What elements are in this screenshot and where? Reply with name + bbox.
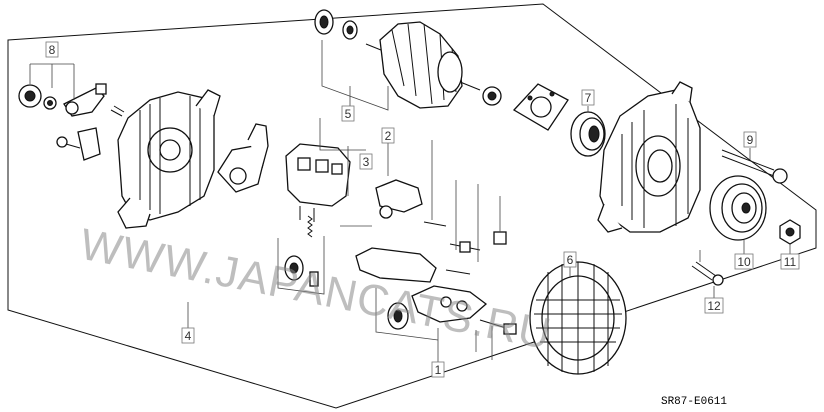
rear-housing[interactable] (117, 89, 221, 229)
callout-6: 6 (563, 251, 577, 268)
rear-bearing-plate[interactable] (512, 83, 569, 131)
callout-10-label: 10 (737, 255, 751, 269)
callout-1-label: 1 (435, 363, 442, 377)
brush-cover[interactable] (217, 123, 269, 193)
part-8-terminal-group[interactable] (18, 83, 125, 117)
callout-1: 1 (431, 361, 445, 378)
callout-3-label: 3 (363, 155, 370, 169)
callout-7: 7 (581, 89, 595, 106)
callout-7-label: 7 (585, 91, 592, 105)
callout-8-label: 8 (49, 43, 56, 57)
callout-11: 11 (780, 253, 800, 270)
callout-2-label: 2 (385, 129, 392, 143)
part-5-rotor[interactable] (314, 9, 502, 109)
callout-3: 3 (359, 153, 373, 170)
part-6-stator[interactable] (529, 261, 627, 375)
part-7-bearing[interactable] (570, 111, 606, 157)
callout-11-label: 11 (784, 255, 797, 269)
brush-spring-set[interactable] (284, 215, 319, 287)
callout-12-label: 12 (707, 299, 721, 313)
part-1-rectifier[interactable] (387, 285, 517, 335)
part-2-brush-holder[interactable] (355, 179, 507, 283)
callout-9-label: 9 (747, 133, 754, 147)
watermark-text: WWW.JAPANCATS.RU (76, 220, 555, 359)
callout-2: 2 (381, 127, 395, 144)
callout-8: 8 (45, 41, 59, 58)
front-housing[interactable] (597, 81, 701, 233)
callout-12: 12 (704, 297, 724, 314)
callout-4-label: 4 (185, 329, 192, 343)
part-11-nut[interactable] (779, 219, 801, 245)
callout-10: 10 (734, 253, 754, 270)
part-10-pulley[interactable] (709, 175, 767, 241)
callout-6-label: 6 (567, 253, 574, 267)
callout-9: 9 (743, 131, 757, 148)
drawing-code: SR87-E0611 (661, 396, 727, 408)
terminal-bracket[interactable] (56, 127, 101, 161)
assembly-outline (7, 3, 817, 409)
callout-4: 4 (181, 327, 195, 344)
callout-5-label: 5 (345, 107, 352, 121)
part-3-regulator[interactable] (285, 143, 351, 222)
part-9-through-bolt[interactable] (721, 149, 788, 184)
part-12-bolt[interactable] (691, 261, 724, 286)
callout-5: 5 (341, 105, 355, 122)
